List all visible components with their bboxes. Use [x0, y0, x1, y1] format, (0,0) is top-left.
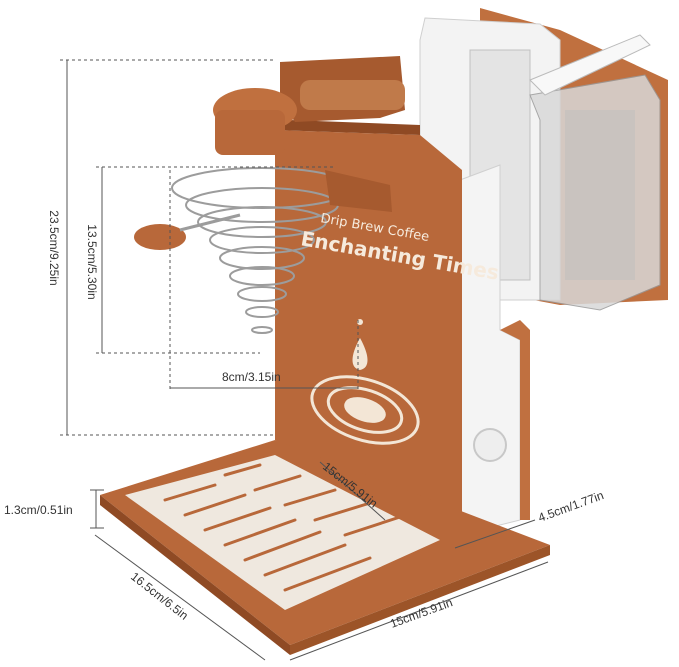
dim-column-width: 4.5cm/1.77in [536, 488, 605, 525]
arm-holder [300, 80, 405, 110]
dim-height-total: 23.5cm/9.25in [47, 210, 61, 285]
spiral-ring [197, 206, 327, 238]
handle-wire [179, 213, 241, 232]
spiral-filter [171, 167, 353, 334]
spiral-ring [209, 226, 315, 254]
base-edge [100, 495, 290, 655]
power-button [473, 428, 507, 462]
dim-filter-height: 13.5cm/5.30in [85, 224, 99, 299]
dim-base-depth: 16.5cm/6.5in [128, 569, 191, 622]
tray-slots [163, 463, 402, 592]
arm-neck [215, 110, 285, 155]
spiral-ring [245, 306, 279, 318]
ripple-icon [310, 375, 420, 445]
filter-mount [325, 170, 392, 212]
tank-inner [565, 110, 635, 280]
dim-filter-diameter: 8cm/3.15in [222, 370, 281, 384]
tray-insert [125, 455, 440, 610]
spiral-ring [219, 246, 305, 270]
spiral-ring [237, 286, 287, 302]
spiral-ring [251, 326, 273, 334]
column-edge [500, 320, 530, 520]
base-edge-right [290, 545, 550, 655]
dimension-lines [60, 59, 549, 661]
tank-lid [529, 34, 651, 96]
dim-tray-height: 1.3cm/0.51in [4, 503, 73, 517]
filter-handle [134, 224, 186, 250]
side-column [459, 164, 530, 536]
body-shade [275, 120, 420, 135]
drip-tray [100, 440, 550, 655]
spiral-ring [229, 266, 295, 286]
